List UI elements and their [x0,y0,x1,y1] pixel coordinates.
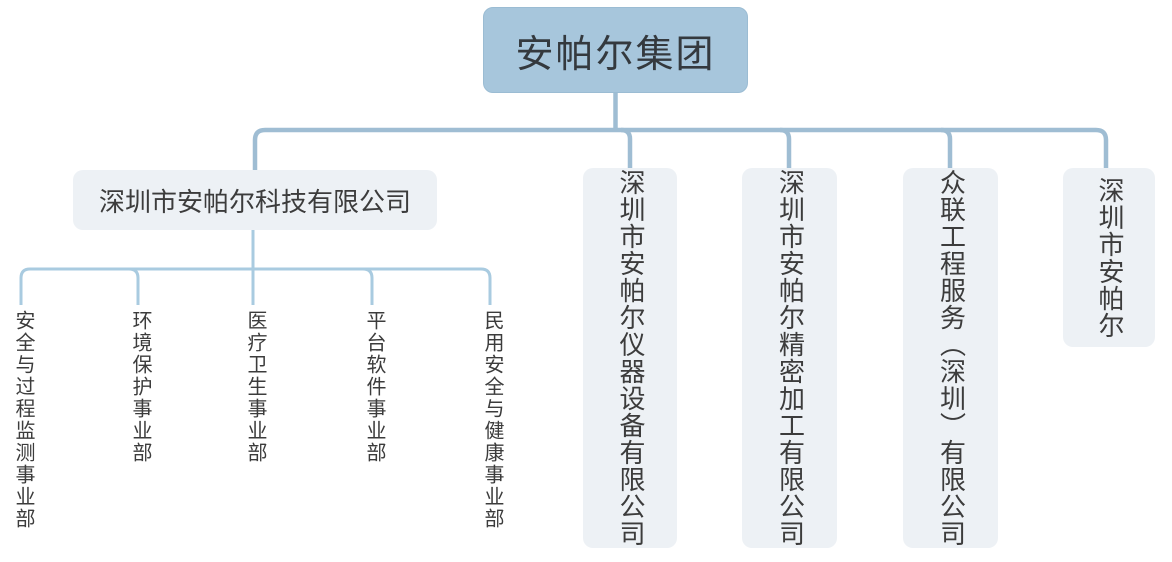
org-dept-platform-software: 平台软件事业部 [363,310,387,464]
org-node-root: 安帕尔集团 [483,7,748,93]
org-node-subsidiary-zhonglian-engineering: 众联工程服务（深圳）有限公司 [903,168,998,548]
org-node-subsidiary-precision-machining: 深圳市安帕尔精密加工有限公司 [742,168,837,548]
org-dept-environmental-protection: 环境保护事业部 [129,310,153,464]
connector-level-1 [252,92,1109,170]
org-dept-safety-process-monitoring: 安全与过程监测事业部 [12,310,36,530]
org-node-subsidiary-technology: 深圳市安帕尔科技有限公司 [73,170,437,230]
org-dept-civil-safety-health: 民用安全与健康事业部 [481,310,505,530]
connector-level-2 [19,230,492,305]
org-node-subsidiary-anpaer-shenzhen: 深圳市安帕尔 [1063,168,1155,347]
org-node-subsidiary-instrument-equipment: 深圳市安帕尔仪器设备有限公司 [583,168,677,548]
org-dept-medical-health: 医疗卫生事业部 [244,310,268,464]
